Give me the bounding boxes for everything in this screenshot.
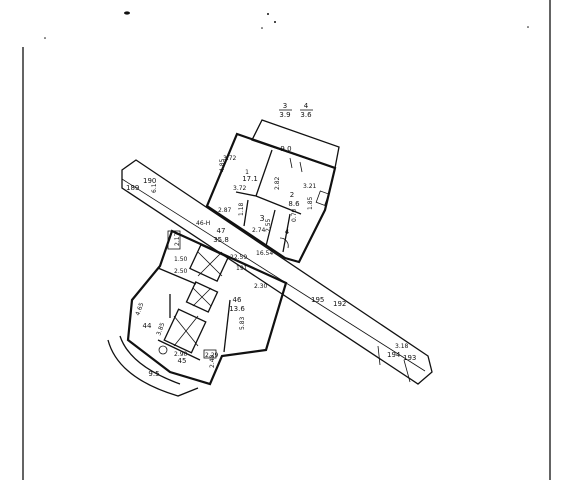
- dimension-label: 2.82: [274, 176, 281, 190]
- room-45-number: 45: [178, 357, 187, 365]
- balcony-top-area: 9.0: [280, 145, 291, 153]
- fixture-rect: [203, 349, 217, 359]
- room-1-number: 1: [245, 169, 249, 176]
- entry-box: [167, 230, 181, 250]
- dimension-label: 3.85: [155, 322, 166, 337]
- room-4-number: 4: [285, 228, 290, 236]
- dimension-label: 3.72: [223, 155, 237, 162]
- dimension-label: 2.90: [174, 351, 188, 358]
- room-3-number: 3: [259, 214, 264, 223]
- shaft-lower: [163, 308, 207, 354]
- dimension-labels: 3.72 4.85 3.72 2.82 3.21 2.87 2.74 1.18 …: [134, 155, 408, 368]
- lower-unit-outline: [126, 229, 288, 386]
- dimension-label: 1.18: [238, 202, 245, 216]
- dimension-label: 22.59: [230, 254, 247, 261]
- axis-label: 190: [143, 177, 156, 185]
- fixture-circle: [158, 345, 168, 355]
- axis-label: 189: [126, 184, 139, 192]
- dimension-label: 4.65: [134, 302, 145, 317]
- header-fractions: 3 3.9 4 3.6: [279, 102, 313, 119]
- balcony-bottom-inner: [119, 335, 181, 385]
- fraction-b-denominator: 3.6: [300, 111, 312, 119]
- wall-room1-room2: [255, 149, 273, 197]
- lower-labels: 47 35.8 46 13.6 44 45 9.5: [143, 227, 246, 378]
- lower-unit: [107, 229, 288, 397]
- upper-unit: [205, 119, 340, 264]
- scan-marks: [44, 11, 529, 39]
- shaft-middle: [185, 281, 219, 313]
- axis-label: 193: [403, 354, 416, 362]
- balcony-top: [251, 119, 340, 169]
- dimension-label: 2.29: [205, 352, 219, 359]
- dimension-label: 2.74: [252, 227, 266, 234]
- dimension-label: 0.70: [291, 208, 298, 222]
- dimension-label: 4.85: [219, 158, 226, 172]
- room-47-number: 47: [217, 227, 226, 235]
- dimension-label: 2.17: [174, 232, 181, 246]
- balcony-bottom-area: 9.5: [148, 370, 159, 378]
- room-1-area: 17.1: [242, 175, 258, 183]
- dimension-label: 3.21: [303, 183, 317, 190]
- room-46-area: 13.6: [229, 305, 245, 313]
- fraction-a-denominator: 3.9: [279, 111, 290, 119]
- room-44-number: 44: [143, 322, 152, 330]
- axis-label: 195: [311, 296, 324, 304]
- dimension-label: 3.18: [395, 343, 409, 350]
- room-2-area: 8.6: [288, 200, 300, 208]
- fraction-b-numerator: 4: [304, 102, 309, 110]
- dimension-label: 3.72: [233, 185, 247, 192]
- dimension-label: 5.83: [239, 316, 246, 330]
- shaft-upper: [189, 244, 229, 282]
- axis-label: 194: [387, 351, 401, 359]
- dimension-label: 1.50: [174, 256, 188, 263]
- axis-labels: 46-H 190 189 191 195 192 194 193: [126, 177, 416, 362]
- axis-label: 192: [333, 300, 346, 308]
- fraction-a-numerator: 3: [283, 102, 287, 110]
- dimension-label: 2.87: [218, 207, 232, 214]
- dimension-label: 2.55: [265, 218, 272, 232]
- room-47-area: 35.8: [213, 236, 229, 244]
- room-2-number: 2: [290, 191, 294, 199]
- balcony-bottom-outer: [107, 339, 199, 397]
- upper-labels: 9.0 1 17.1 2 8.6 3 4: [242, 145, 300, 236]
- dimension-label: 16.54: [256, 250, 273, 257]
- dimension-label: 1.85: [307, 196, 314, 210]
- axis-label: 191: [236, 265, 248, 272]
- axis-label: 46-H: [196, 220, 210, 227]
- dimension-label: 2.40: [209, 354, 216, 368]
- dimension-label: 2.50: [174, 268, 188, 275]
- dimension-label: 2.30: [254, 283, 268, 290]
- room-46-number: 46: [233, 296, 242, 304]
- dimension-label: 6.1: [151, 183, 158, 193]
- diagonal-axis-band: [121, 159, 433, 385]
